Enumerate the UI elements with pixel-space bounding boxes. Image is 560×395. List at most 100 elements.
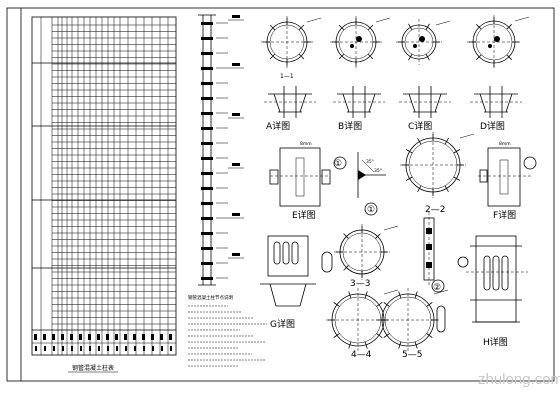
angle-line [361,159,375,173]
table-header-glyph [124,334,127,340]
stiffener [506,24,512,30]
elev-tick [201,247,213,250]
detail-E-label: E详图 [292,209,316,221]
table-header-glyph [43,334,46,340]
elev-tick [201,82,213,85]
elev-tick [201,157,213,160]
table-header-glyph [116,346,118,351]
stiffener [348,341,352,349]
elev-tick [201,202,213,205]
table-header-glyph [133,334,136,340]
table-header-glyph [34,334,37,340]
leader [383,289,399,295]
stiffener [348,291,352,299]
stiffener [364,341,368,349]
callout-circle [431,279,445,293]
stiffener [343,233,349,239]
table-header-glyph [142,334,145,340]
stiffener [444,185,449,193]
stiffener [383,302,390,307]
stiffener [338,53,345,60]
table-header-glyph [79,334,82,340]
elev-tick [201,67,213,70]
stiffener [506,54,512,60]
core [499,159,509,195]
bolt [413,44,417,48]
stiffener [398,291,402,299]
elev-tick [201,277,213,280]
leader [435,20,451,26]
outer-frame [6,7,555,382]
slot [273,241,281,265]
callout-2: ② [433,283,441,293]
stiffener [364,291,368,299]
stiffener [476,54,482,60]
stiffener [383,333,390,338]
stiffener [453,149,461,154]
rib [342,93,350,113]
elev-tick [201,187,213,190]
section-label-2-2: 2—2 [425,205,445,215]
callout-circle [333,156,347,170]
bracket [321,169,331,185]
elev-level-text [232,163,240,166]
column-schedule-table [31,16,177,356]
bolt [350,44,354,48]
weld-detail [357,152,386,216]
rib [368,93,376,113]
slot [492,255,500,291]
section-label-5-5: 5—5 [402,350,422,360]
detail-E-drawing [269,147,347,207]
leader [383,225,399,231]
stiffener [425,53,430,61]
section-label-3-3: 3—3 [350,279,370,289]
elev-tick [201,262,213,265]
stiffener [343,265,349,271]
elev-tick [201,97,213,100]
column-body [279,147,321,207]
elev-level-text [232,15,240,18]
rib [269,283,277,307]
detail-H-label: H详图 [483,336,508,348]
slot-detail [436,305,446,333]
notes-lines [188,305,267,367]
detail-H-drawing [431,235,528,323]
section-label-4-4: 4—4 [351,350,372,360]
table-header-glyph [44,346,46,351]
table-header-glyph [169,334,172,340]
rib [299,283,307,307]
column-elevation [198,14,244,286]
elev-tick [201,142,213,145]
elev-tick [201,52,213,55]
table-header-glyph [115,334,118,340]
table-header-glyph [160,334,163,340]
table-header-glyph [88,334,91,340]
detail-C-drawing [399,86,451,118]
detail-F-label: F详图 [493,209,516,221]
elev-tick [201,172,213,175]
stiffener [405,176,413,181]
stiffener [426,333,433,338]
bolt [419,36,425,42]
detail-G-drawing [260,235,333,307]
leader [514,16,530,22]
detail-F-drawing [478,147,537,207]
bolt [494,36,500,42]
stiffener [375,265,381,271]
column-body [267,235,309,277]
elev-tick [201,217,213,220]
table-border [31,16,177,356]
table-header-glyph [125,346,127,351]
bracket [269,169,279,185]
table-header-glyph [71,346,73,351]
rib [505,93,513,113]
ring-dim-label-2: 8mm [499,141,511,147]
column-body [487,147,521,207]
stiffener [376,302,383,307]
callout-circle [457,256,469,268]
stiffener [417,137,422,145]
core [295,157,305,197]
stiffener [338,24,345,31]
slot [291,241,299,265]
elev-level-text [232,253,240,256]
